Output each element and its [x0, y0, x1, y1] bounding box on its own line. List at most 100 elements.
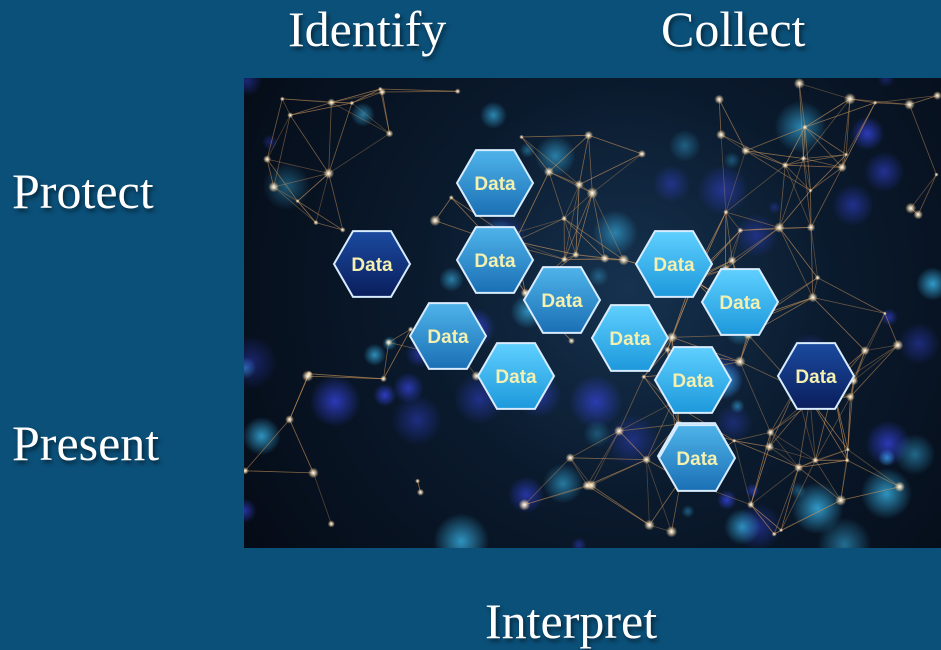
network-line: [815, 449, 848, 461]
network-node: [582, 480, 593, 491]
bokeh-light: [652, 164, 691, 203]
network-line: [515, 240, 576, 256]
network-node: [378, 86, 383, 92]
network-node: [327, 520, 335, 528]
network-node: [263, 155, 272, 164]
network-node: [844, 457, 850, 463]
network-line: [812, 297, 885, 314]
network-line: [588, 134, 643, 155]
network-node: [638, 149, 646, 158]
network-line: [266, 158, 298, 202]
network-line: [780, 467, 799, 531]
bokeh-light: [898, 322, 941, 365]
network-line: [812, 297, 866, 351]
network-line: [770, 432, 799, 468]
label-identify: Identify: [288, 1, 447, 57]
network-line: [591, 192, 606, 259]
network-node: [339, 227, 346, 233]
network-line: [847, 459, 900, 488]
network-line: [388, 328, 411, 343]
network-line: [524, 485, 588, 506]
network-node: [814, 274, 821, 281]
network-node: [781, 161, 789, 169]
network-line: [328, 133, 390, 174]
network-node: [727, 256, 737, 265]
network-line: [646, 403, 673, 460]
network-line: [734, 440, 770, 448]
network-line: [773, 467, 799, 535]
network-node: [892, 339, 904, 351]
bokeh-light: [791, 482, 844, 535]
network-line: [875, 95, 938, 104]
network-node: [302, 370, 314, 382]
network-node: [614, 425, 625, 437]
bokeh-light: [850, 116, 885, 151]
network-line: [267, 158, 329, 174]
network-line: [588, 135, 593, 194]
network-line: [618, 430, 647, 460]
hexagon-label: Data: [719, 293, 761, 314]
network-line: [731, 230, 741, 261]
network-line: [875, 102, 910, 105]
bokeh-light: [262, 134, 278, 150]
network-line: [313, 472, 332, 525]
network-line: [804, 126, 847, 155]
network-line: [273, 115, 291, 188]
network-line: [592, 153, 643, 194]
network-line: [733, 440, 752, 505]
network-line: [779, 158, 804, 228]
network-line: [564, 192, 593, 260]
network-node: [714, 94, 724, 105]
network-line: [245, 470, 314, 474]
network-line: [745, 150, 804, 159]
network-line: [521, 136, 550, 173]
network-node: [664, 346, 671, 354]
network-line: [750, 467, 799, 506]
network-line: [779, 165, 786, 228]
label-collect: Collect: [661, 1, 806, 57]
network-line: [853, 344, 899, 382]
network-node: [244, 467, 249, 475]
data-hexagon: Data: [408, 302, 488, 370]
network-line: [619, 423, 679, 432]
network-line: [810, 167, 843, 191]
network-node: [771, 531, 777, 537]
network-node: [560, 255, 568, 263]
network-node: [835, 494, 847, 506]
network-line: [643, 349, 668, 378]
network-line: [273, 173, 329, 188]
data-hexagon: Data: [657, 424, 737, 492]
network-line: [864, 313, 886, 351]
network-line: [563, 218, 577, 255]
network-line: [745, 150, 811, 191]
network-node: [665, 526, 678, 538]
network-line: [909, 104, 937, 175]
network-line: [328, 102, 353, 174]
bokeh-light: [350, 102, 375, 127]
bokeh-light: [534, 135, 576, 177]
bokeh-light: [681, 504, 695, 518]
network-node: [905, 202, 917, 214]
network-line: [845, 98, 851, 155]
network-line: [810, 227, 818, 278]
data-hexagon: Data: [522, 266, 602, 334]
hexagon-shape: [455, 226, 535, 294]
data-hexagon: Data: [476, 342, 556, 410]
network-line: [297, 200, 317, 223]
hexagon-shape: [522, 266, 602, 334]
data-hexagon: Data: [776, 342, 856, 410]
network-node: [737, 227, 744, 234]
network-line: [803, 158, 811, 191]
network-line: [380, 88, 458, 92]
network-line: [579, 153, 643, 185]
bokeh-light: [723, 151, 741, 169]
bokeh-light: [571, 537, 587, 548]
network-line: [917, 174, 937, 215]
hexagon-label: Data: [676, 449, 718, 470]
hexagon-label: Data: [474, 174, 516, 195]
network-line: [720, 134, 786, 166]
network-line: [315, 173, 330, 223]
network-line: [798, 449, 848, 468]
network-node: [666, 331, 678, 343]
